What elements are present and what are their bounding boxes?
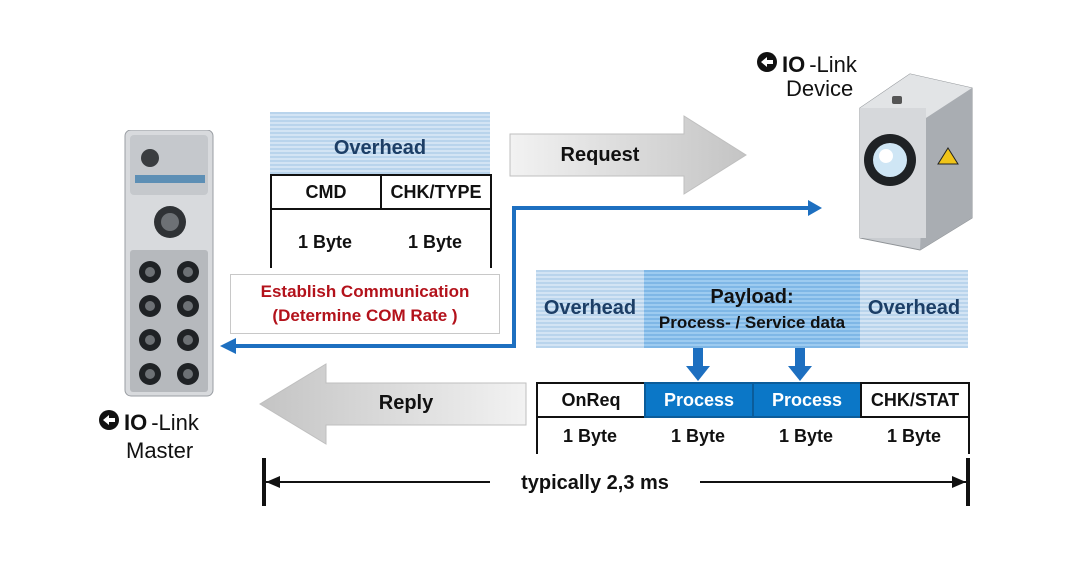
io-link-logo-icon xyxy=(756,51,778,79)
request-arrow-label: Request xyxy=(560,143,640,166)
reply-overhead-right: Overhead xyxy=(867,296,961,319)
request-overhead-bar: Overhead xyxy=(270,112,490,174)
establish-communication-note: Establish Communication (Determine COM R… xyxy=(230,274,500,334)
io-link-device-image xyxy=(840,68,980,252)
request-size-cmd: 1 Byte xyxy=(297,231,353,252)
reply-field-chk-stat: CHK/STAT xyxy=(860,382,970,418)
reply-field-process-2: Process xyxy=(752,382,862,418)
io-link-logo-icon xyxy=(98,409,120,437)
timing-label: typically 2,3 ms xyxy=(490,468,700,498)
reply-arrow-label: Reply xyxy=(378,391,434,414)
device-brand-bold: IO xyxy=(782,52,806,77)
request-arrow xyxy=(508,114,748,196)
master-label: Master xyxy=(126,438,194,463)
request-field-cmd: CMD xyxy=(270,174,382,210)
reply-payload-block: Payload: Process- / Service data xyxy=(644,270,860,348)
payload-title: Payload: xyxy=(710,285,794,308)
master-io-link-logo: IO-Link xyxy=(98,410,199,436)
master-brand-bold: IO xyxy=(124,410,148,435)
reply-field-onreq: OnReq xyxy=(536,382,646,418)
payload-down-arrow-1 xyxy=(686,348,710,382)
device-brand-rest: -Link xyxy=(809,52,857,77)
reply-size-chk-stat: 1 Byte xyxy=(886,425,942,446)
payload-subtitle: Process- / Service data xyxy=(658,312,846,332)
device-label: Device xyxy=(786,76,854,101)
reply-size-process-2: 1 Byte xyxy=(778,425,834,446)
reply-overhead-left: Overhead xyxy=(543,296,637,319)
payload-down-arrow-2 xyxy=(788,348,812,382)
note-line-2: (Determine COM Rate ) xyxy=(272,306,458,325)
device-io-link-logo: IO-Link xyxy=(756,52,857,78)
reply-size-process-1: 1 Byte xyxy=(670,425,726,446)
io-link-master-image xyxy=(120,129,220,398)
request-field-chk-type: CHK/TYPE xyxy=(380,174,492,210)
note-line-1: Establish Communication xyxy=(260,282,470,301)
timing-dimension-line xyxy=(256,456,976,508)
reply-arrow xyxy=(258,362,528,446)
request-size-chk-type: 1 Byte xyxy=(407,231,463,252)
reply-field-process-1: Process xyxy=(644,382,754,418)
reply-field-brackets xyxy=(536,418,970,454)
master-brand-rest: -Link xyxy=(151,410,199,435)
reply-size-onreq: 1 Byte xyxy=(562,425,618,446)
